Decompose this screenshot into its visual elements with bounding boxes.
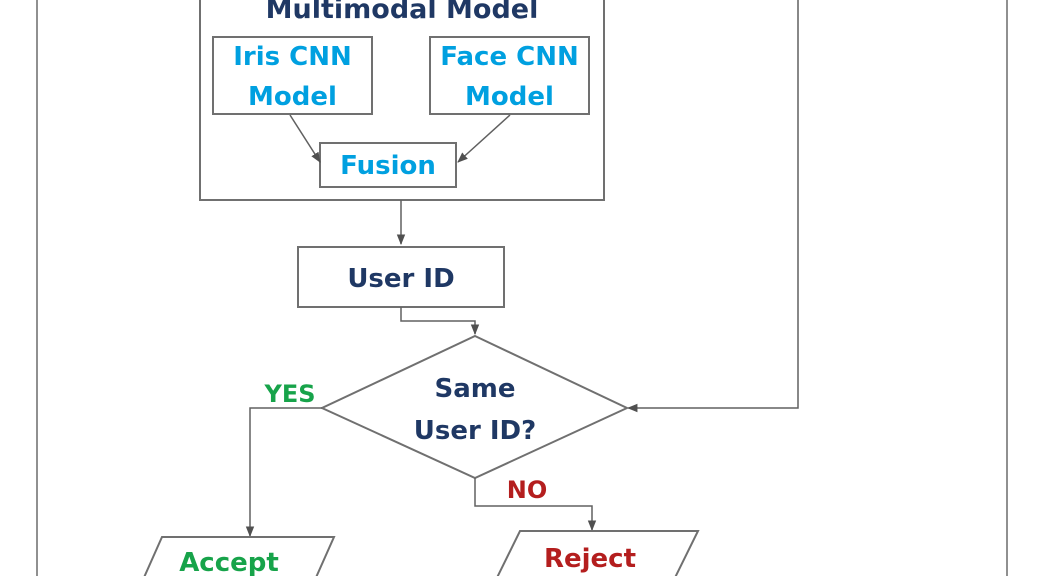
no-branch-arrow xyxy=(474,478,597,532)
face-cnn-model-label-line1: Face CNN xyxy=(440,42,578,72)
iris-cnn-model-label-line2: Model xyxy=(248,82,337,112)
multimodal-model-title: Multimodal Model xyxy=(266,0,539,25)
iris-to-fusion-arrow xyxy=(289,114,321,163)
decision-diamond xyxy=(319,334,630,480)
reject-label: Reject xyxy=(544,544,636,574)
reject-parallelogram xyxy=(496,530,700,576)
yes-branch-arrow xyxy=(245,407,322,538)
fusion-box xyxy=(319,142,457,188)
face-to-fusion-arrow xyxy=(457,114,511,163)
user-id-label: User ID xyxy=(347,264,454,294)
decision-label-line2: User ID? xyxy=(414,416,536,446)
no-label: NO xyxy=(507,476,548,504)
accept-label: Accept xyxy=(179,548,279,576)
feedback-line-to-decision xyxy=(626,0,799,413)
iris-cnn-model-label-line1: Iris CNN xyxy=(233,42,352,72)
userid-to-decision-arrow xyxy=(400,307,480,336)
iris-cnn-model-box xyxy=(212,36,373,115)
face-cnn-model-label-line2: Model xyxy=(465,82,554,112)
yes-label: YES xyxy=(263,380,315,408)
face-cnn-model-box xyxy=(429,36,590,115)
fusion-label: Fusion xyxy=(340,151,436,181)
outer-frame xyxy=(36,0,1008,576)
decision-label-line1: Same xyxy=(435,374,516,404)
accept-parallelogram xyxy=(143,536,336,576)
